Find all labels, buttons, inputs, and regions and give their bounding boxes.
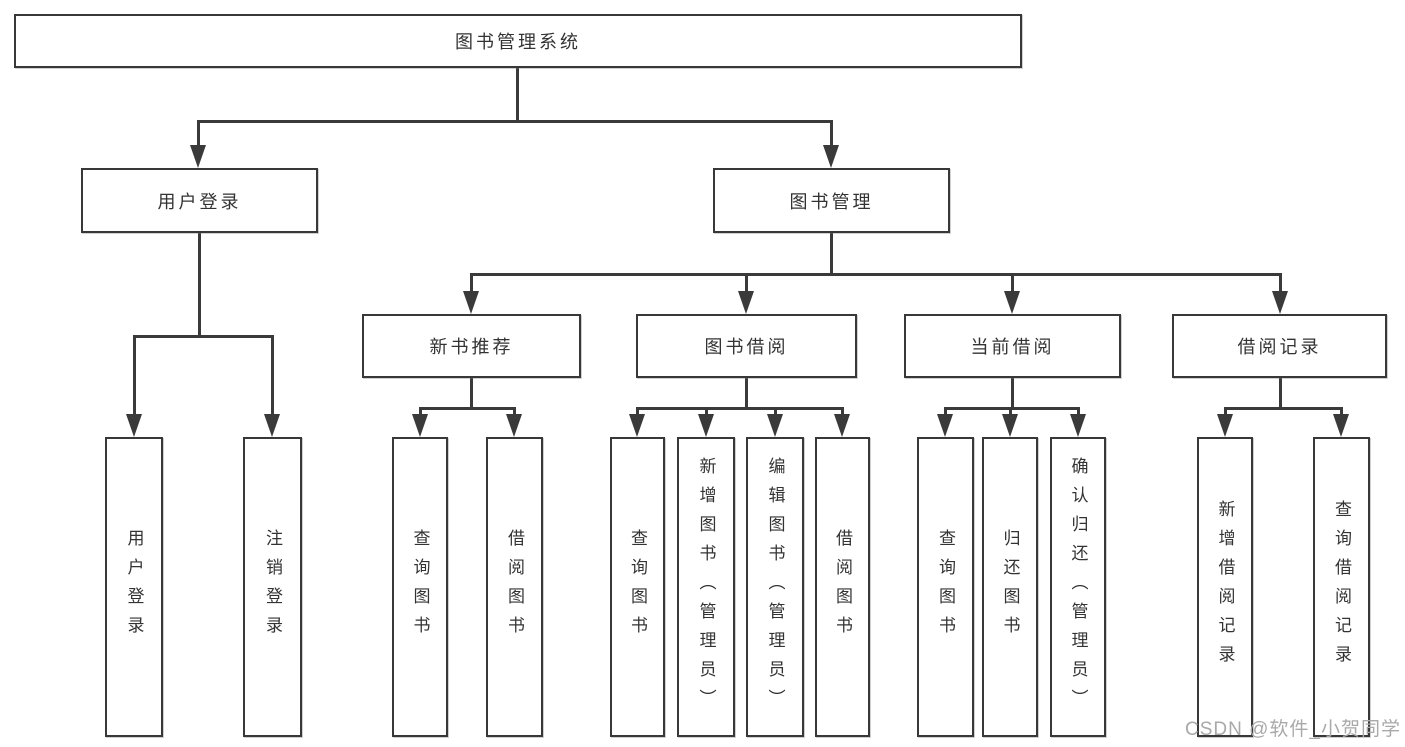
leaf-user-login-label: 用户登录 [124, 529, 144, 645]
arrow-down-icon [126, 414, 142, 437]
connector-stem-leaf [513, 407, 516, 417]
connector-stem-leaf [944, 407, 947, 417]
leaf-bb-add-books-admin-label: 新增图书（管理员） [696, 456, 716, 718]
leaf-bb-search-books: 查询图书 [610, 437, 665, 737]
leaf-logout: 注销登录 [243, 437, 302, 737]
leaf-bb-edit-books-admin: 编辑图书（管理员） [746, 437, 804, 737]
node-book-borrowing-label: 图书借阅 [704, 337, 789, 357]
arrow-down-icon [412, 414, 428, 437]
connector-stem-leaf [1077, 407, 1080, 417]
connector-stem-leaf [1224, 407, 1227, 417]
leaf-cb-search-books: 查询图书 [917, 437, 974, 737]
connector-current-borrow-rail [944, 407, 1080, 410]
leaf-bb-borrow-books-label: 借阅图书 [833, 529, 852, 645]
node-new-book-recommend: 新书推荐 [362, 314, 581, 378]
connector-root-trunk [516, 68, 519, 120]
connector-book-management-trunk [830, 233, 833, 273]
connector-user-login-trunk [198, 233, 201, 335]
node-root: 图书管理系统 [14, 14, 1022, 68]
leaf-bb-add-books-admin: 新增图书（管理员） [677, 437, 735, 737]
arrow-down-icon [1217, 414, 1233, 437]
connector-new-book-rail [419, 407, 516, 410]
connector-current-borrow-trunk [1011, 378, 1014, 409]
connector-stem-leaf [133, 335, 136, 417]
arrow-down-icon [264, 414, 280, 437]
node-new-book-recommend-label: 新书推荐 [429, 337, 514, 357]
leaf-user-login: 用户登录 [105, 437, 163, 737]
arrow-down-icon [767, 414, 783, 437]
arrow-down-icon [937, 414, 953, 437]
connector-stem-leaf [841, 407, 844, 417]
connector-stem-new-book [470, 273, 473, 294]
arrow-down-icon [629, 414, 645, 437]
leaf-br-search-record-label: 查询借阅记录 [1332, 500, 1351, 674]
leaf-logout-label: 注销登录 [263, 529, 282, 645]
leaf-nbr-borrow-books: 借阅图书 [486, 437, 543, 737]
leaf-bb-search-books-label: 查询图书 [628, 529, 647, 645]
node-borrowing-records-label: 借阅记录 [1237, 337, 1322, 357]
leaf-br-add-record: 新增借阅记录 [1197, 437, 1253, 737]
connector-book-borrow-rail [636, 407, 844, 410]
node-root-label: 图书管理系统 [455, 32, 581, 52]
arrow-down-icon [1333, 414, 1349, 437]
node-book-management: 图书管理 [713, 168, 950, 233]
connector-stem-leaf [774, 407, 777, 417]
leaf-br-add-record-label: 新增借阅记录 [1215, 500, 1235, 674]
leaf-cb-search-books-label: 查询图书 [936, 529, 955, 645]
node-book-management-label: 图书管理 [789, 191, 874, 212]
arrow-down-icon [823, 145, 839, 168]
leaf-cb-confirm-return-admin-label: 确认归还（管理员） [1068, 456, 1088, 718]
connector-level2-rail [197, 120, 833, 123]
connector-stem-current-borrow [1011, 273, 1014, 294]
leaf-nbr-borrow-books-label: 借阅图书 [505, 529, 524, 645]
leaf-nbr-search-books: 查询图书 [392, 437, 448, 737]
connector-stem-leaf [1009, 407, 1012, 417]
node-user-login-label: 用户登录 [157, 191, 242, 212]
connector-stem-leaf [419, 407, 422, 417]
leaf-cb-return-books: 归还图书 [982, 437, 1038, 737]
leaf-cb-return-books-label: 归还图书 [1000, 529, 1020, 645]
connector-stem-leaf [1340, 407, 1343, 417]
node-current-borrowing-label: 当前借阅 [970, 337, 1055, 357]
arrow-down-icon [698, 414, 714, 437]
node-user-login: 用户登录 [81, 168, 318, 233]
connector-stem-borrow-records [1279, 273, 1282, 294]
connector-new-book-trunk [470, 378, 473, 409]
arrow-down-icon [738, 291, 754, 314]
arrow-down-icon [1272, 291, 1288, 314]
arrow-down-icon [506, 414, 522, 437]
arrow-down-icon [1004, 291, 1020, 314]
csdn-watermark: CSDN @软件_小贺同学 [1185, 719, 1401, 740]
connector-borrow-records-trunk [1279, 378, 1282, 409]
leaf-bb-edit-books-admin-label: 编辑图书（管理员） [765, 456, 785, 718]
connector-stem-leaf [636, 407, 639, 417]
connector-stem-book-management [830, 120, 833, 148]
arrow-down-icon [1002, 414, 1018, 437]
arrow-down-icon [1070, 414, 1086, 437]
arrow-down-icon [463, 291, 479, 314]
leaf-bb-borrow-books: 借阅图书 [815, 437, 870, 737]
connector-stem-leaf [271, 335, 274, 417]
connector-borrow-records-rail [1224, 407, 1343, 410]
arrow-down-icon [834, 414, 850, 437]
arrow-down-icon [190, 145, 206, 168]
connector-user-login-rail [133, 335, 274, 338]
connector-level3-rail [470, 273, 1281, 276]
leaf-nbr-search-books-label: 查询图书 [410, 529, 430, 645]
node-book-borrowing: 图书借阅 [636, 314, 857, 378]
leaf-br-search-record: 查询借阅记录 [1313, 437, 1370, 737]
node-borrowing-records: 借阅记录 [1172, 314, 1387, 378]
leaf-cb-confirm-return-admin: 确认归还（管理员） [1050, 437, 1106, 737]
connector-stem-leaf [705, 407, 708, 417]
connector-stem-book-borrow [745, 273, 748, 294]
node-current-borrowing: 当前借阅 [904, 314, 1121, 378]
connector-book-borrow-trunk [745, 378, 748, 409]
connector-stem-user-login [197, 120, 200, 148]
